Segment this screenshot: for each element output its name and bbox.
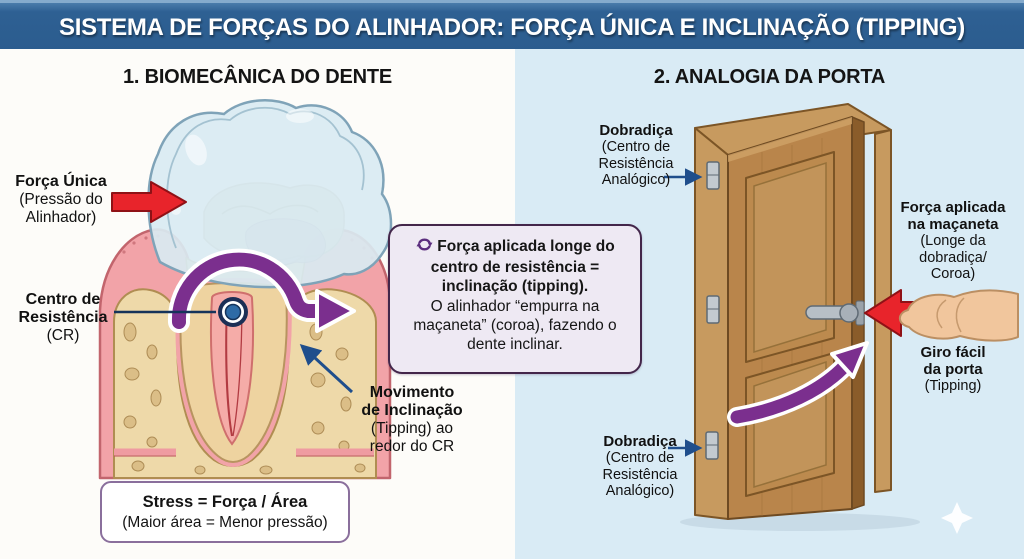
callout-bold-text: Força aplicada longe do centro de resist… — [430, 238, 615, 295]
stress-formula-box: Stress = Força / Área (Maior área = Meno… — [100, 481, 350, 543]
tipping-callout-box: Força aplicada longe do centro de resist… — [388, 224, 642, 374]
title-bar: SISTEMA DE FORÇAS DO ALINHADOR: FORÇA ÚN… — [0, 0, 1024, 52]
callout-normal-text: O alinhador “empurra na maçaneta” (coroa… — [413, 297, 617, 353]
label-hinge-top: Dobradiça (Centro de Resistência Analógi… — [598, 122, 674, 189]
label-hinge-bottom: Dobradiça (Centro de Resistência Analógi… — [602, 433, 678, 500]
label-tipping-movement: Movimento de Inclinação (Tipping) ao red… — [361, 384, 463, 456]
label-center-of-resistance: Centro de Resistência (CR) — [18, 291, 108, 345]
left-panel-heading: 1. BIOMECÂNICA DO DENTE — [122, 66, 393, 88]
stress-note: (Maior área = Menor pressão) — [122, 513, 328, 531]
label-single-force: Força Única (Pressão do Alinhador) — [15, 173, 107, 226]
label-handle-force: Força aplicada na maçaneta (Longe da dob… — [900, 199, 1006, 283]
stress-formula: Stress = Força / Área — [142, 493, 308, 511]
label-easy-swing: Giro fácil da porta (Tipping) — [920, 344, 986, 395]
main-title: SISTEMA DE FORÇAS DO ALINHADOR: FORÇA ÚN… — [59, 13, 965, 41]
right-panel-heading: 2. ANALOGIA DA PORTA — [653, 66, 886, 88]
rotation-arrows-icon — [415, 235, 434, 259]
